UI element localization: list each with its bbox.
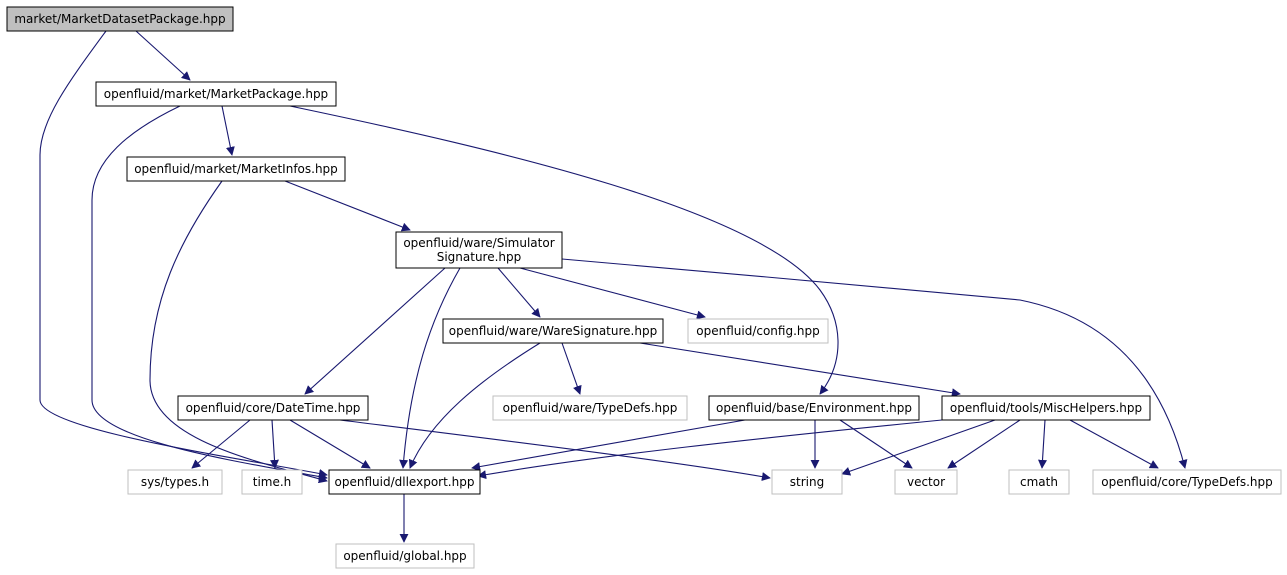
node-label: openfluid/ware/TypeDefs.hpp [503,401,678,415]
edge-core_datetime-to-sys_types [191,419,251,469]
edge-ware_signature-to-ware_typedefs [561,342,582,395]
node-ware_signature[interactable]: openfluid/ware/WareSignature.hpp [442,318,664,344]
node-label: openfluid/market/MarketPackage.hpp [104,87,328,101]
edge-simulator_signature-to-core_typedefs [561,258,1188,469]
node-label: string [790,475,824,489]
node-label: market/MarketDatasetPackage.hpp [14,12,225,26]
node-label: openfluid/market/MarketInfos.hpp [134,162,338,176]
edge-tools_mischelpers-to-core_typedefs [1069,419,1159,469]
node-label: openfluid/global.hpp [343,549,466,563]
node-label: openfluid/core/TypeDefs.hpp [1101,475,1272,489]
edge-market_dataset_package-to-dllexport [39,30,328,478]
edge-tools_mischelpers-to-string [841,419,996,476]
node-box [492,395,688,421]
node-label: openfluid/ware/Simulator [403,236,554,250]
node-label: openfluid/core/DateTime.hpp [186,401,361,415]
node-string: string [771,469,843,495]
node-box [335,543,475,569]
node-market_dataset_package[interactable]: market/MarketDatasetPackage.hpp [6,6,234,32]
node-ware_typedefs: openfluid/ware/TypeDefs.hpp [492,395,688,421]
node-sys_types: sys/types.h [127,469,223,495]
node-box [894,469,958,495]
edge-market_package-to-market_infos [221,105,235,156]
edge-ware_signature-to-tools_mischelpers [639,342,961,398]
nodes-layer: market/MarketDatasetPackage.hpp openfluid… [6,6,1282,569]
node-config: openfluid/config.hpp [687,318,829,344]
edge-base_environment-to-vector [839,419,913,469]
edge-simulator_signature-to-core_datetime [304,267,446,395]
node-dllexport[interactable]: openfluid/dllexport.hpp [328,469,481,495]
node-market_infos[interactable]: openfluid/market/MarketInfos.hpp [126,156,346,182]
edge-market_package-to-base_environment [289,105,839,395]
node-box [127,469,223,495]
node-label: openfluid/ware/WareSignature.hpp [449,324,657,338]
node-tools_mischelpers[interactable]: openfluid/tools/MiscHelpers.hpp [941,395,1151,421]
node-label: time.h [253,475,292,489]
edge-simulator_signature-to-ware_signature [497,267,541,318]
edge-market_package-to-dllexport [91,105,328,481]
node-box [95,81,337,107]
node-core_typedefs: openfluid/core/TypeDefs.hpp [1092,469,1282,495]
node-vector: vector [894,469,958,495]
edge-simulator_signature-to-config [519,267,706,320]
node-base_environment[interactable]: openfluid/base/Environment.hpp [708,395,920,421]
node-box [442,318,664,344]
edge-ware_signature-to-dllexport [408,342,541,469]
edge-core_datetime-to-string [339,419,771,482]
edge-market_infos-to-dllexport [149,180,328,484]
node-label: cmath [1020,475,1058,489]
node-market_package[interactable]: openfluid/market/MarketPackage.hpp [95,81,337,107]
node-box [708,395,920,421]
node-label: sys/types.h [141,475,209,489]
node-label: openfluid/tools/MiscHelpers.hpp [950,401,1142,415]
node-box [328,469,481,495]
node-cmath: cmath [1008,469,1070,495]
node-core_datetime[interactable]: openfluid/core/DateTime.hpp [177,395,369,421]
node-box [177,395,369,421]
node-box [687,318,829,344]
edges-layer [39,30,1188,543]
edge-tools_mischelpers-to-cmath [1038,419,1047,469]
node-time_h: time.h [241,469,303,495]
node-label: openfluid/base/Environment.hpp [716,401,912,415]
edge-tools_mischelpers-to-dllexport [477,419,943,480]
node-box [241,469,303,495]
edge-market_dataset_package-to-market_package [135,30,191,81]
node-box [126,156,346,182]
node-box [941,395,1151,421]
node-box [771,469,843,495]
edge-core_datetime-to-time_h [270,419,279,469]
edge-market_infos-to-simulator_signature [284,180,411,232]
node-label: openfluid/dllexport.hpp [335,475,475,489]
edge-core_datetime-to-dllexport [289,419,371,469]
node-box [6,6,234,32]
edge-base_environment-to-dllexport [471,419,746,472]
node-box [1092,469,1282,495]
node-box [1008,469,1070,495]
node-label: Signature.hpp [437,250,522,264]
node-global: openfluid/global.hpp [335,543,475,569]
edge-simulator_signature-to-dllexport [399,267,461,469]
node-label: openfluid/config.hpp [696,324,819,338]
node-label: vector [907,475,945,489]
edge-tools_mischelpers-to-vector [947,419,1021,469]
node-box [395,231,563,269]
